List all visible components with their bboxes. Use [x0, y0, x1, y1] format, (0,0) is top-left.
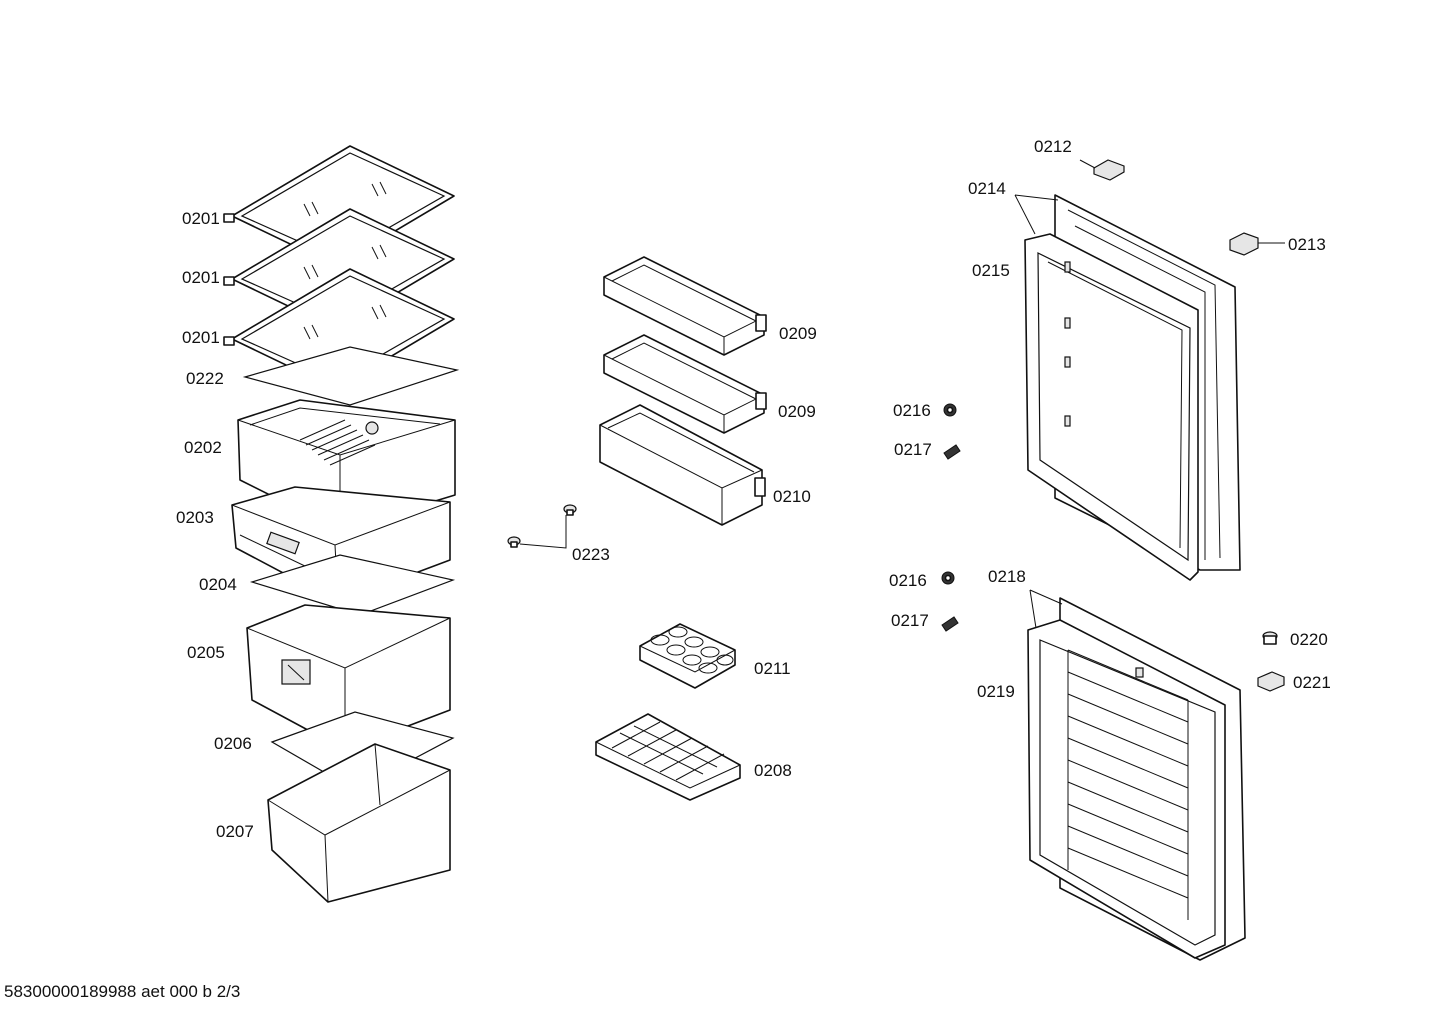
leader-lines: [1014, 159, 1285, 629]
door-cap-0213: [1229, 232, 1259, 256]
fridge-door: [1024, 194, 1241, 581]
label-0213: 0213: [1288, 235, 1326, 254]
label-0204: 0204: [199, 575, 237, 594]
label-0219: 0219: [977, 682, 1015, 701]
hinge-0216-bottom: [941, 571, 955, 585]
label-0212: 0212: [1034, 137, 1072, 156]
document-footer: 58300000189988 aet 000 b 2/3: [4, 982, 241, 1001]
glass-plate-0222: [242, 346, 460, 406]
label-0217-b: 0217: [891, 611, 929, 630]
label-0220: 0220: [1290, 630, 1328, 649]
door-bin-0209-top: [603, 256, 767, 356]
label-0221: 0221: [1293, 673, 1331, 692]
label-0214: 0214: [968, 179, 1006, 198]
label-0201-b: 0201: [182, 268, 220, 287]
screw-0217-top: [943, 444, 961, 460]
label-0202: 0202: [184, 438, 222, 457]
label-0209-a: 0209: [779, 324, 817, 343]
label-0217-a: 0217: [894, 440, 932, 459]
cap-0220: [1262, 631, 1278, 645]
drawer-0207: [267, 743, 451, 903]
hinge-0216-top: [943, 403, 957, 417]
label-0211: 0211: [754, 659, 791, 678]
label-0205: 0205: [187, 643, 225, 662]
cap-0221: [1257, 671, 1285, 692]
label-0203: 0203: [176, 508, 214, 527]
label-0206: 0206: [214, 734, 252, 753]
label-0207: 0207: [216, 822, 254, 841]
label-0216-a: 0216: [893, 401, 931, 420]
label-0223: 0223: [572, 545, 610, 564]
door-cap-0212: [1093, 159, 1125, 181]
freezer-door: [1027, 597, 1246, 961]
egg-tray-0211: [639, 623, 736, 689]
label-0216-b: 0216: [889, 571, 927, 590]
door-bin-0210: [599, 404, 766, 526]
label-0218: 0218: [988, 567, 1026, 586]
label-0210: 0210: [773, 487, 811, 506]
label-0201-a: 0201: [182, 209, 220, 228]
label-0215: 0215: [972, 261, 1010, 280]
label-0222: 0222: [186, 369, 224, 388]
ice-tray-0208: [595, 713, 741, 801]
screw-0217-bottom: [941, 616, 959, 632]
label-0201-c: 0201: [182, 328, 220, 347]
label-0209-b: 0209: [778, 402, 816, 421]
drawer-0205: [246, 604, 451, 751]
feet-0223: [507, 504, 577, 549]
glass-plate-0204: [249, 554, 456, 616]
label-0208: 0208: [754, 761, 792, 780]
